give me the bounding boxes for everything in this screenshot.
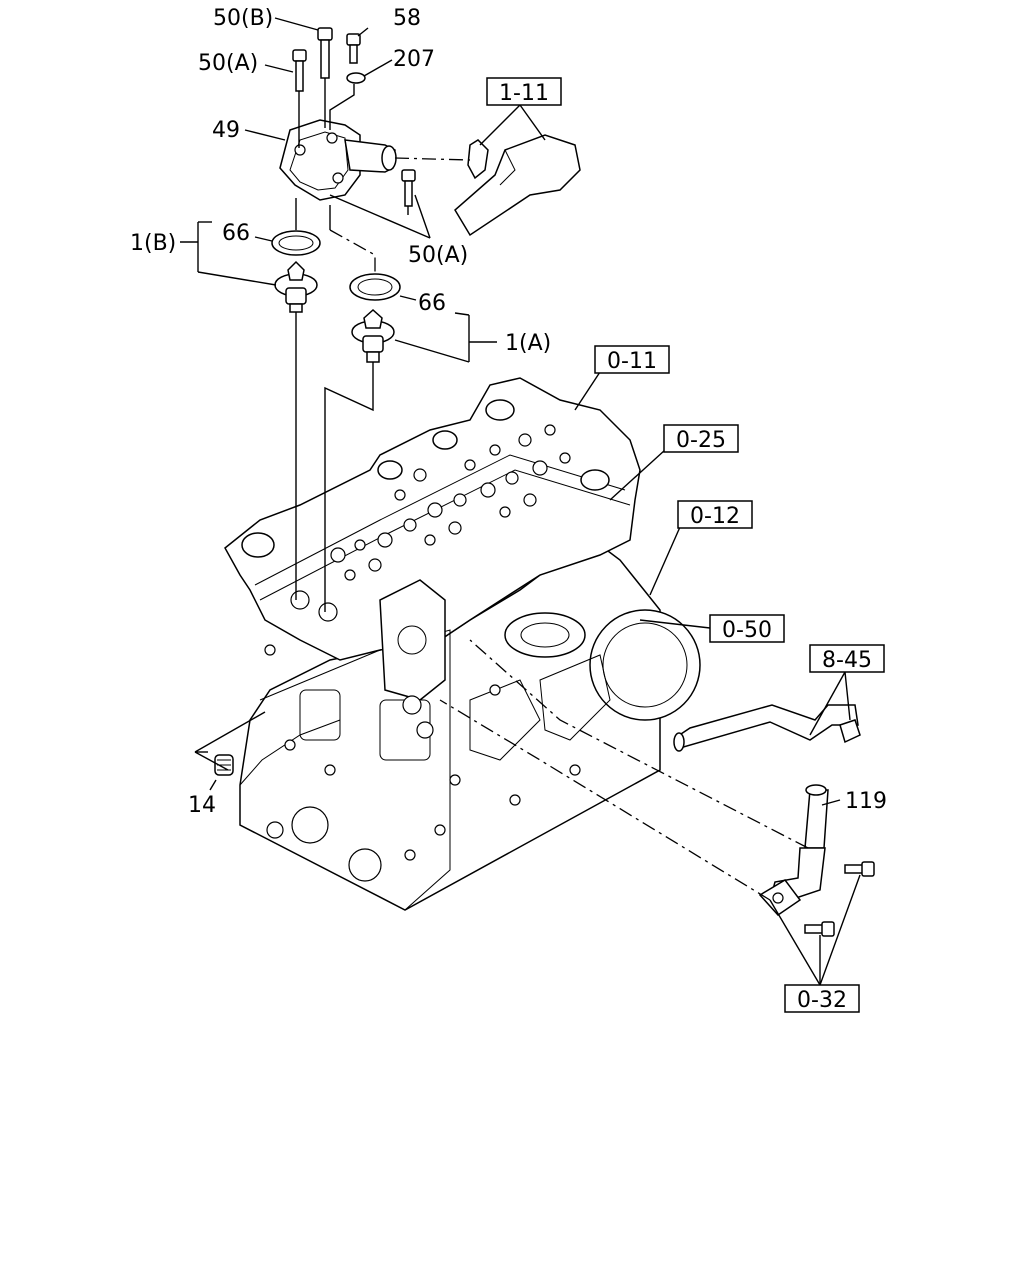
label-50a-lower: 50(A) <box>408 243 468 268</box>
label-1b: 1(B) <box>130 231 176 256</box>
ref-label-8-45: 8-45 <box>822 648 872 673</box>
ref-box-0-32: 0-32 <box>784 984 860 1013</box>
upper-hose <box>454 134 581 237</box>
ref-label-1-11: 1-11 <box>499 81 549 106</box>
ref-label-0-11: 0-11 <box>607 349 657 374</box>
label-58: 58 <box>393 6 421 31</box>
ref-box-0-12: 0-12 <box>677 500 753 529</box>
label-50b: 50(B) <box>213 6 273 31</box>
water-pipe <box>758 784 829 916</box>
bolt-0-32-right <box>844 861 875 877</box>
thermostat-1b <box>274 260 318 313</box>
label-1a: 1(A) <box>505 331 551 356</box>
ref-box-0-25: 0-25 <box>663 424 739 453</box>
label-66-left: 66 <box>222 221 250 246</box>
thermostat-1a <box>351 308 395 363</box>
label-207: 207 <box>393 47 435 72</box>
head-holes <box>290 424 571 622</box>
label-119: 119 <box>845 789 887 814</box>
bolt-50a-top <box>292 49 307 92</box>
ref-label-0-12: 0-12 <box>690 504 740 529</box>
ref-label-0-25: 0-25 <box>676 428 726 453</box>
gasket-66-right <box>349 273 401 301</box>
bolt-50b <box>317 27 333 79</box>
leader-lines <box>180 17 861 986</box>
label-14: 14 <box>188 793 216 818</box>
bypass-hose <box>673 704 861 752</box>
ref-box-0-11: 0-11 <box>594 345 670 374</box>
label-49: 49 <box>212 118 240 143</box>
label-50a-top: 50(A) <box>198 51 258 76</box>
ref-label-0-32: 0-32 <box>797 988 847 1013</box>
label-66-right: 66 <box>418 291 446 316</box>
bolt-58 <box>346 33 361 64</box>
ref-box-1-11: 1-11 <box>486 77 562 106</box>
engine-block <box>224 377 701 911</box>
washer-207 <box>346 72 366 84</box>
gasket-66-left <box>271 230 321 256</box>
ref-label-0-50: 0-50 <box>722 618 772 643</box>
bolt-0-32-lower <box>804 921 835 937</box>
ref-box-0-50: 0-50 <box>709 614 785 643</box>
thermostat-housing <box>279 119 397 201</box>
plug-14 <box>214 754 234 776</box>
ref-box-8-45: 8-45 <box>809 644 885 673</box>
bolt-50a-lower <box>401 169 416 207</box>
